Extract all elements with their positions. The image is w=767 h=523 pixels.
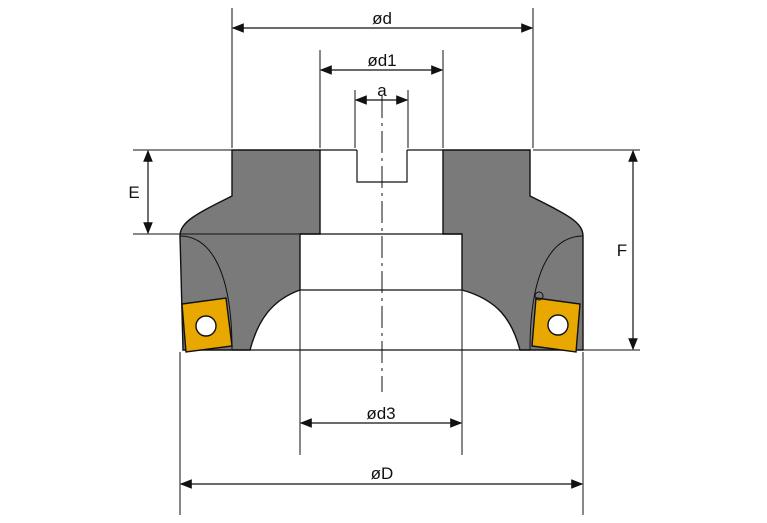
dim-e: E [128,149,153,235]
insert-left [181,297,233,353]
dim-f: F [617,149,638,351]
bore-outline [232,149,530,351]
label-od1: ød1 [367,51,396,70]
label-e: E [128,183,139,202]
label-od: ød [372,9,392,28]
dim-oD: øD [179,464,584,489]
dim-a: a [354,81,409,105]
dim-od1: ød1 [319,51,444,75]
label-f: F [617,241,627,260]
insert-right [531,291,581,353]
dim-od: ød [231,9,534,33]
dim-od3: ød3 [299,404,463,428]
label-a: a [377,81,387,100]
label-od3: ød3 [366,404,395,423]
label-oD: øD [371,464,394,483]
